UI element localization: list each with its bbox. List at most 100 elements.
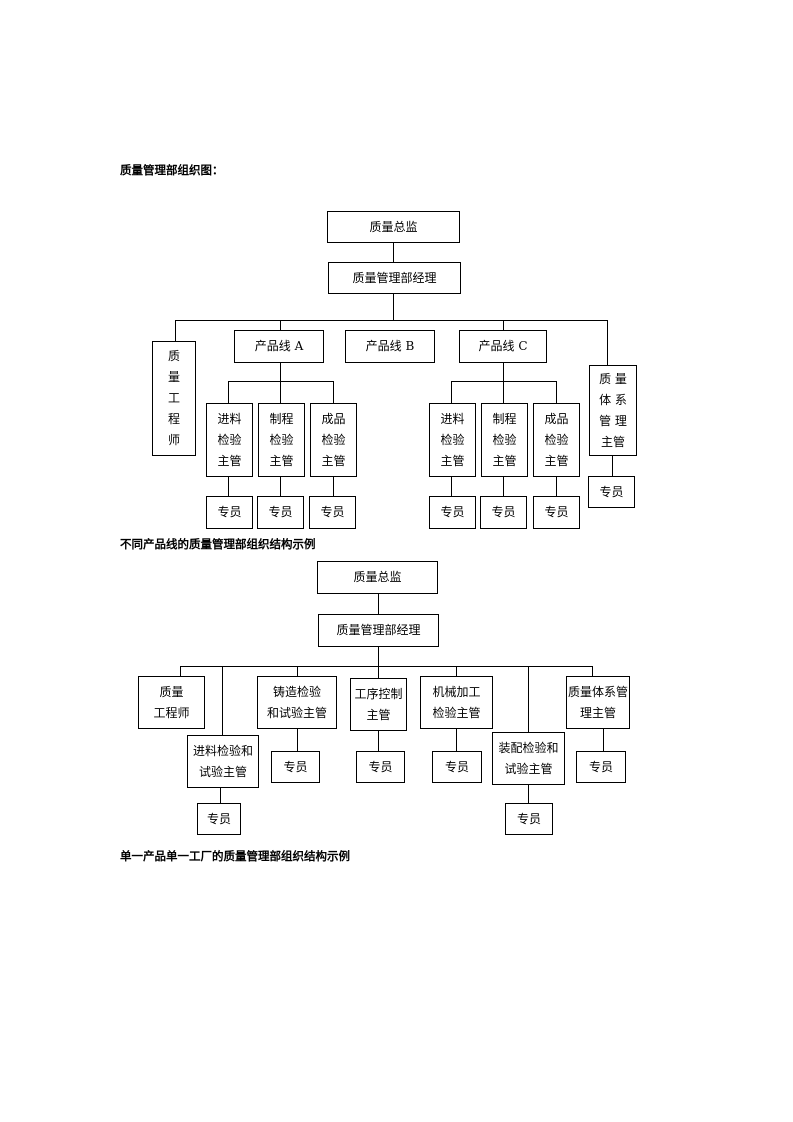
node-quality-director: 质量总监 bbox=[327, 211, 460, 243]
node-label: 专员 bbox=[444, 759, 469, 774]
node-label: 专员 bbox=[217, 505, 242, 519]
node-label: 质 bbox=[167, 349, 180, 363]
node-quality-director-2: 质量总监 bbox=[317, 561, 438, 594]
connector bbox=[556, 381, 557, 403]
connector bbox=[297, 728, 298, 751]
node-label: 主管 bbox=[440, 453, 465, 468]
node-label: 管 理 bbox=[599, 413, 627, 428]
node-label: 产品线 B bbox=[365, 339, 415, 353]
connector bbox=[333, 381, 334, 403]
connector bbox=[180, 666, 592, 667]
node-label: 主管 bbox=[269, 453, 294, 468]
node-finished-supervisor-c: 成品 检验 主管 bbox=[533, 403, 580, 477]
node-label: 量 bbox=[167, 370, 180, 384]
node-label: 主管 bbox=[321, 453, 346, 468]
connector bbox=[393, 293, 394, 320]
connector bbox=[378, 666, 379, 678]
node-specialist: 专员 bbox=[309, 496, 356, 529]
chart1-caption: 不同产品线的质量管理部组织结构示例 bbox=[120, 537, 316, 551]
node-label: 专员 bbox=[516, 811, 541, 826]
node-label: 检验主管 bbox=[432, 705, 481, 720]
connector bbox=[528, 666, 529, 732]
node-label: 主管 bbox=[492, 453, 517, 468]
node-label: 专员 bbox=[491, 505, 516, 519]
node-specialist: 专员 bbox=[356, 751, 405, 783]
connector bbox=[378, 646, 379, 666]
node-label: 机械加工 bbox=[432, 684, 481, 699]
connector bbox=[297, 666, 298, 676]
node-label: 程 bbox=[167, 412, 180, 426]
node-label: 检验 bbox=[269, 432, 294, 447]
node-qm-manager: 质量管理部经理 bbox=[328, 262, 461, 294]
node-label: 主管 bbox=[366, 707, 391, 722]
node-label: 进料 bbox=[440, 411, 465, 426]
connector bbox=[503, 476, 504, 496]
connector bbox=[503, 381, 504, 403]
node-label: 专员 bbox=[320, 505, 345, 519]
connector bbox=[393, 242, 394, 262]
node-label: 主管 bbox=[544, 453, 569, 468]
node-label: 检验 bbox=[217, 432, 242, 447]
node-product-line-b: 产品线 B bbox=[345, 330, 435, 363]
node-qm-manager-2: 质量管理部经理 bbox=[318, 614, 439, 647]
node-label: 专员 bbox=[268, 505, 293, 519]
node-specialist: 专员 bbox=[257, 496, 304, 529]
node-specialist: 专员 bbox=[206, 496, 253, 529]
node-label: 师 bbox=[167, 433, 180, 447]
node-incoming-supervisor-c: 进料 检验 主管 bbox=[429, 403, 476, 477]
connector bbox=[378, 593, 379, 614]
node-specialist: 专员 bbox=[197, 803, 241, 835]
node-casting-supervisor: 铸造检验 和试验主管 bbox=[257, 676, 337, 729]
node-specialist: 专员 bbox=[432, 751, 482, 783]
chart1-heading: 质量管理部组织图： bbox=[120, 163, 224, 177]
connector bbox=[222, 666, 223, 735]
node-label: 产品线 A bbox=[254, 339, 304, 353]
node-label: 专员 bbox=[440, 505, 465, 519]
node-label: 检验 bbox=[321, 432, 346, 447]
connector bbox=[228, 381, 229, 403]
node-system-supervisor-2: 质量体系管 理主管 bbox=[566, 676, 630, 729]
node-label: 质 量 bbox=[599, 371, 627, 386]
node-quality-engineer-2: 质量 工程师 bbox=[138, 676, 205, 729]
node-label: 和试验主管 bbox=[266, 705, 327, 720]
connector bbox=[503, 320, 504, 330]
node-label: 试验主管 bbox=[504, 761, 553, 776]
node-label: 试验主管 bbox=[198, 764, 247, 779]
node-label: 主管 bbox=[600, 434, 625, 449]
node-quality-engineer: 质 量 工 程 师 bbox=[152, 341, 196, 456]
node-label: 检验 bbox=[544, 432, 569, 447]
connector bbox=[528, 784, 529, 803]
connector bbox=[378, 730, 379, 751]
node-label: 工 bbox=[167, 391, 180, 405]
connector bbox=[220, 787, 221, 803]
connector bbox=[280, 320, 281, 330]
connector bbox=[280, 362, 281, 381]
node-machining-supervisor: 机械加工 检验主管 bbox=[420, 676, 493, 729]
node-label: 体 系 bbox=[599, 392, 627, 407]
node-product-line-a: 产品线 A bbox=[234, 330, 324, 363]
connector bbox=[333, 476, 334, 496]
connector bbox=[612, 455, 613, 476]
node-assembly-supervisor: 装配检验和 试验主管 bbox=[492, 732, 565, 785]
node-label: 进料检验和 bbox=[192, 743, 253, 758]
node-incoming-supervisor-2: 进料检验和 试验主管 bbox=[187, 735, 259, 788]
node-process-control-supervisor: 工序控制 主管 bbox=[350, 678, 407, 731]
node-label: 检验 bbox=[492, 432, 517, 447]
connector bbox=[180, 666, 181, 676]
node-specialist: 专员 bbox=[533, 496, 580, 529]
chart2-caption: 单一产品单一工厂的质量管理部组织结构示例 bbox=[120, 849, 350, 863]
connector bbox=[456, 728, 457, 751]
connector bbox=[503, 362, 504, 381]
node-label: 专员 bbox=[544, 505, 569, 519]
node-label: 质量体系管 bbox=[567, 684, 628, 699]
node-specialist: 专员 bbox=[480, 496, 527, 529]
node-label: 质量总监 bbox=[353, 570, 402, 584]
node-label: 理主管 bbox=[579, 705, 616, 720]
node-label: 工程师 bbox=[153, 705, 190, 720]
node-label: 铸造检验 bbox=[272, 684, 321, 699]
node-specialist: 专员 bbox=[429, 496, 476, 529]
node-label: 专员 bbox=[206, 811, 231, 826]
connector bbox=[175, 320, 607, 321]
node-label: 进料 bbox=[217, 411, 242, 426]
node-label: 产品线 C bbox=[478, 339, 528, 353]
